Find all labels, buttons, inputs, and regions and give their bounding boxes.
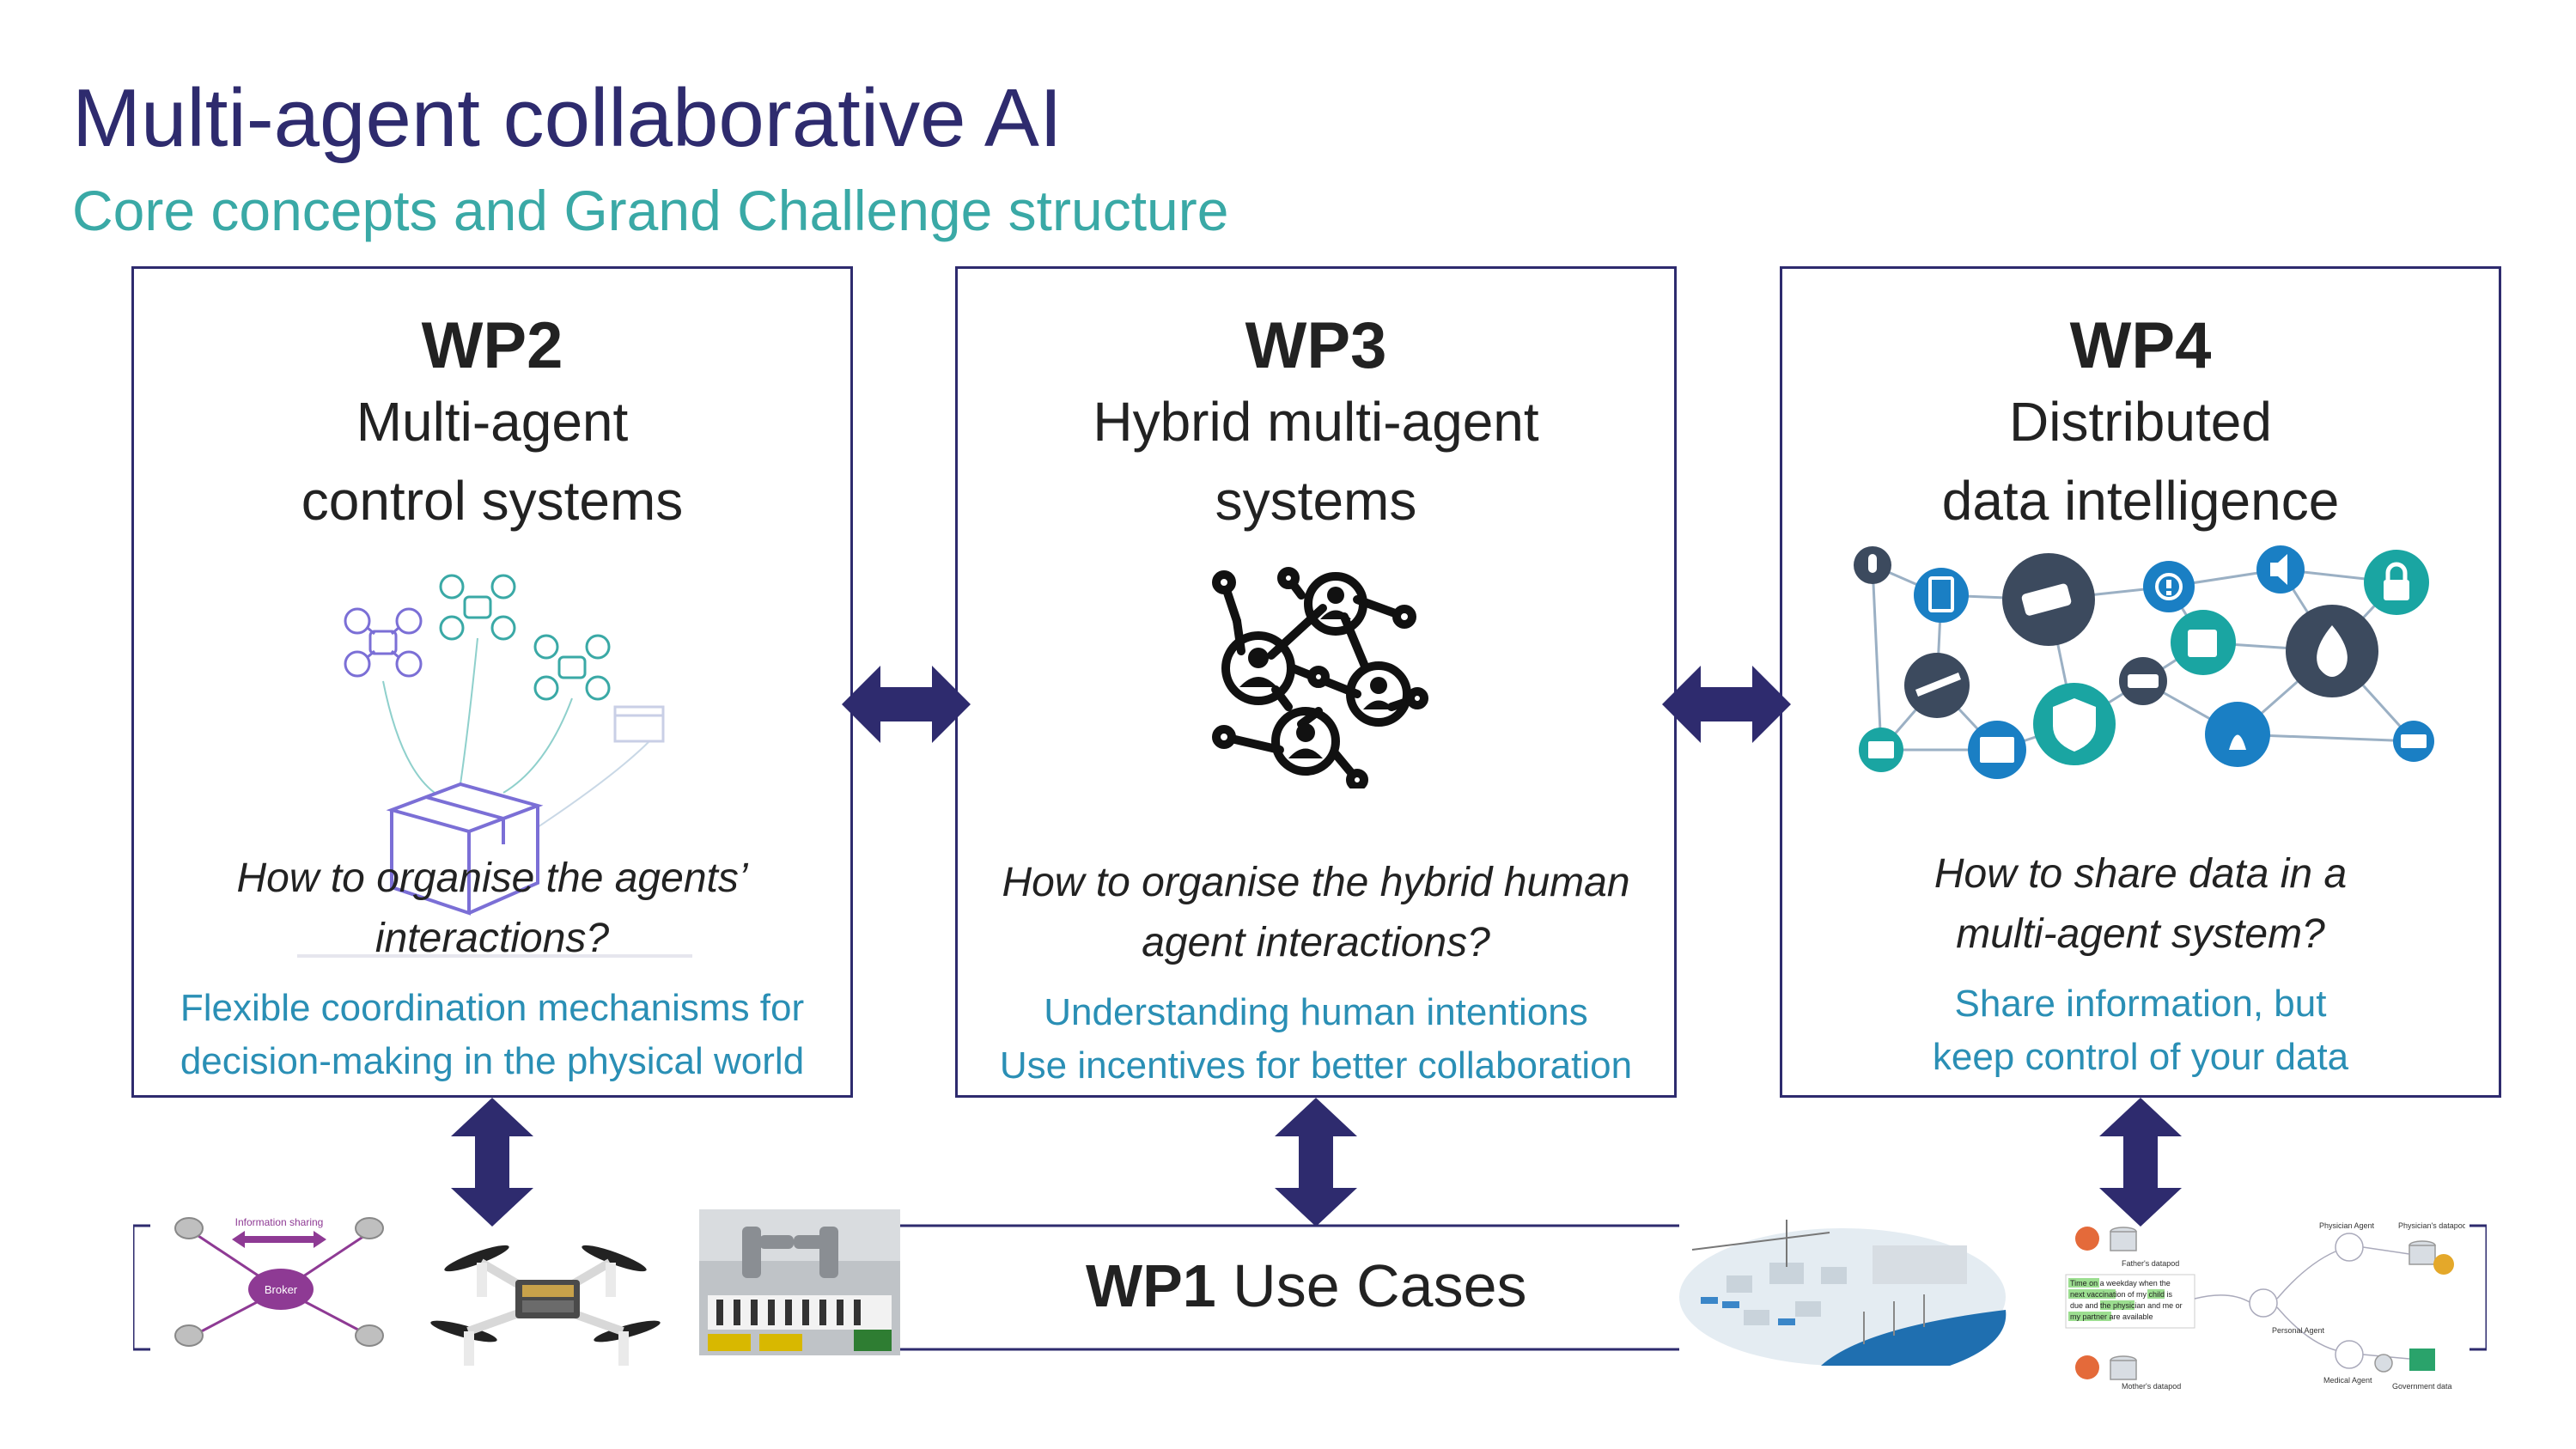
wp4-box: WP4 Distributed data intelligence [1780,266,2501,1098]
wp4-question: How to share data in a multi-agent syste… [1934,851,2348,957]
wp2-name-line-2: control systems [301,470,684,532]
wp4-name-line-1: Distributed [2009,391,2272,453]
wp2-box: WP2 Multi-agent control systems [131,266,853,1098]
small-package-icon [613,705,665,743]
wp3-box: WP3 Hybrid multi-agent systems [955,266,1677,1098]
drone-left-icon [344,607,423,678]
people-network-icon [1212,567,1428,788]
physician-agent-label: Physician Agent [2319,1221,2375,1230]
svg-text:my partner are available: my partner are available [2070,1312,2153,1321]
drone-delivery-icon [297,574,692,958]
wp3-title: WP3 [1245,309,1387,382]
package-icon [386,782,544,916]
drone-middle-icon [439,574,516,641]
drone-right-icon [533,634,611,701]
mother-avatar-icon [2075,1355,2099,1379]
government-building-icon [2409,1349,2435,1371]
wp1-label: WP1 Use Cases [1086,1252,1527,1319]
door-node-icon [1914,568,1969,623]
government-datapod-icon [2374,1354,2393,1373]
svg-text:due and the physician and me o: due and the physician and me or [2070,1301,2183,1310]
medical-agent-label: Medical Agent [2323,1376,2372,1385]
wp4-answer: Share information, but keep control of y… [1932,983,2349,1078]
robot-arm-photo [699,1209,900,1355]
wp3-wp1-double-arrow [1275,1098,1357,1227]
wp2-wp1-double-arrow [451,1098,533,1227]
fathers-datapod-label: Father's datapod [2122,1259,2179,1268]
wp4-wp1-double-arrow [2099,1098,2182,1227]
page-title: Multi-agent collaborative AI [72,72,1063,164]
robot-icon [174,1324,204,1347]
datapod-diagram: Father's datapod Mother's datapod Time o… [2065,1221,2465,1391]
broker-node [248,1269,314,1310]
robot-icon [355,1324,384,1347]
page-subtitle: Core concepts and Grand Challenge struct… [72,179,1229,242]
wp3-name-line-2: systems [1215,470,1417,532]
government-data-label: Government data [2392,1382,2452,1391]
wp2-name-line-1: Multi-agent [356,391,629,453]
robot-icon [355,1217,384,1239]
wp4-title: WP4 [2069,309,2212,382]
wp2-question: How to organise the agents’ interactions… [236,855,748,961]
broker-diagram: Information sharing Broker [174,1216,384,1347]
personal-agent-icon [2249,1288,2278,1318]
father-avatar-icon [2075,1227,2099,1251]
wp2-name: Multi-agent control systems [134,382,850,540]
info-sharing-label: Information sharing [235,1216,324,1228]
robot-icon [174,1217,204,1239]
wp3-name: Hybrid multi-agent systems [958,382,1674,540]
wp3-wp4-double-arrow [1662,666,1791,743]
medical-agent-icon [2335,1340,2364,1369]
personal-agent-label: Personal Agent [2272,1326,2325,1335]
iot-network-icon [1854,545,2434,779]
wp2-answer: Flexible coordination mechanisms for dec… [180,987,805,1082]
physician-agent-icon [2335,1233,2364,1262]
wp3-question: How to organise the hybrid human agent i… [1002,860,1630,965]
wp3-answer: Understanding human intentions Use incen… [999,991,1633,1087]
wp4-name: Distributed data intelligence [1782,382,2499,540]
wp3-name-line-1: Hybrid multi-agent [1093,391,1539,453]
smart-grid-illustration [1679,1220,2007,1366]
physician-avatar-icon [2433,1254,2454,1275]
wp2-title: WP2 [421,309,563,382]
physicians-datapod-label: Physician's datapod [2398,1221,2465,1230]
svg-text:Time on a weekday when the: Time on a weekday when the [2070,1279,2171,1288]
wp2-wp3-double-arrow [842,666,971,743]
svg-text:next vaccination of my child i: next vaccination of my child is [2070,1290,2173,1299]
quadcopter-photo [430,1245,661,1366]
broker-label: Broker [265,1283,298,1296]
bell-node-icon [2205,702,2270,767]
mothers-datapod-label: Mother's datapod [2122,1382,2181,1391]
wp1-bar [133,1224,2487,1351]
info-sharing-arrow-icon [232,1231,326,1248]
wp4-name-line-2: data intelligence [1941,470,2340,532]
